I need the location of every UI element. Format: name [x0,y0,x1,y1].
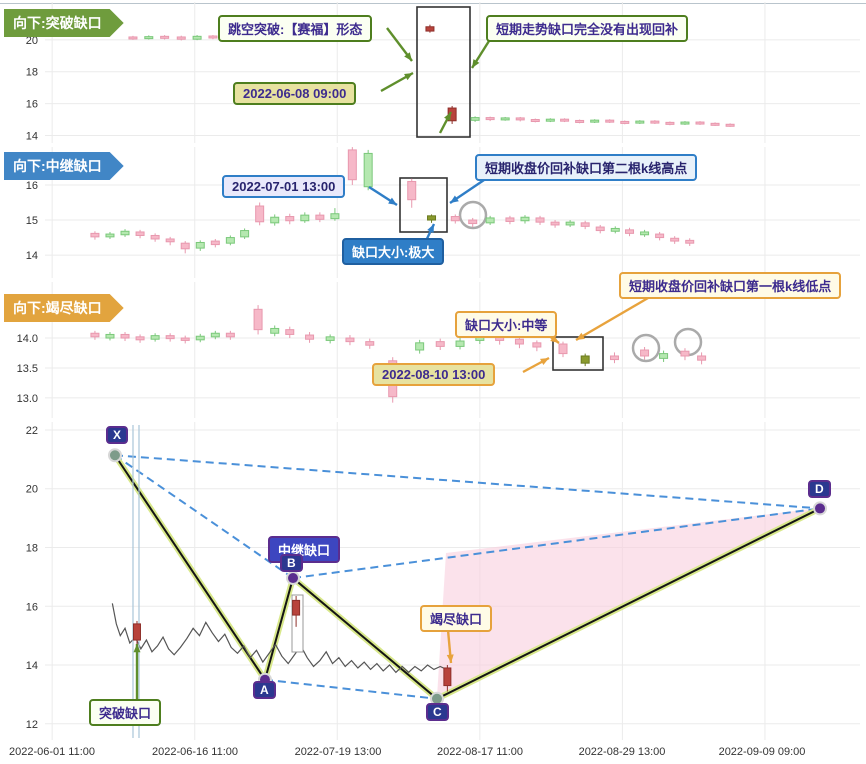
svg-text:14: 14 [26,130,38,142]
top-border-line [0,3,866,4]
pattern-overview-chart: 22 20 18 16 14 12 [26,422,860,740]
svg-text:18: 18 [26,67,38,79]
exhaustion-gap-chart: 14.0 13.5 13.0 [17,282,860,418]
x-axis-label: 2022-07-19 13:00 [294,746,382,758]
point-label-d: D [808,480,831,498]
exhaustion-gap-label: 竭尽缺口 [420,605,493,632]
continuation-fill-annotation: 短期收盘价回补缺口第二根k线高点 [475,154,698,181]
x-axis-label: 2022-08-17 11:00 [436,746,524,758]
continuation-datetime-annotation: 2022-07-01 13:00 [222,175,346,198]
point-label-b: B [280,554,303,572]
svg-text:22: 22 [26,425,38,437]
panel2-title-arrow: 向下:中继缺口 [4,152,124,180]
continuation-gap-label: 中继缺口 [268,536,341,563]
svg-text:16: 16 [26,180,38,192]
breakaway-gap-chart: 20 18 16 14 [26,2,860,143]
breakaway-datetime-annotation: 2022-06-08 09:00 [233,82,357,105]
continuation-gap-chart: 16 15 14 [26,147,860,278]
x-axis-label: 2022-09-09 09:00 [718,746,806,758]
svg-text:12: 12 [26,719,38,731]
point-label-c: C [426,703,449,721]
breakaway-nofill-annotation: 短期走势缺口完全没有出现回补 [486,15,689,42]
svg-text:16: 16 [26,99,38,111]
svg-text:20: 20 [26,484,38,496]
breakaway-pattern-annotation: 跳空突破:【赛福】形态 [218,15,373,42]
exhaustion-datetime-annotation: 2022-08-10 13:00 [372,363,496,386]
svg-text:16: 16 [26,601,38,613]
point-label-a: A [253,681,276,699]
x-axis-label: 2022-06-16 11:00 [151,746,239,758]
x-axis-label: 2022-08-29 13:00 [578,746,666,758]
svg-text:14: 14 [26,660,38,672]
exhaustion-gapsize-annotation: 缺口大小:中等 [455,311,558,338]
svg-text:13.0: 13.0 [17,393,38,405]
svg-text:14.0: 14.0 [17,333,38,345]
continuation-gapsize-annotation: 缺口大小:极大 [342,238,445,265]
exhaustion-fill-annotation: 短期收盘价回补缺口第一根k线低点 [619,272,842,299]
x-axis-label: 2022-06-01 11:00 [8,746,96,758]
svg-text:20: 20 [26,35,38,47]
svg-text:15: 15 [26,215,38,227]
panel1-title-arrow: 向下:突破缺口 [4,9,124,37]
breakaway-gap-label: 突破缺口 [89,699,162,726]
svg-text:13.5: 13.5 [17,363,38,375]
point-label-x: X [106,426,129,444]
svg-text:18: 18 [26,543,38,555]
panel3-title-arrow: 向下:竭尽缺口 [4,294,124,322]
svg-text:14: 14 [26,250,38,262]
